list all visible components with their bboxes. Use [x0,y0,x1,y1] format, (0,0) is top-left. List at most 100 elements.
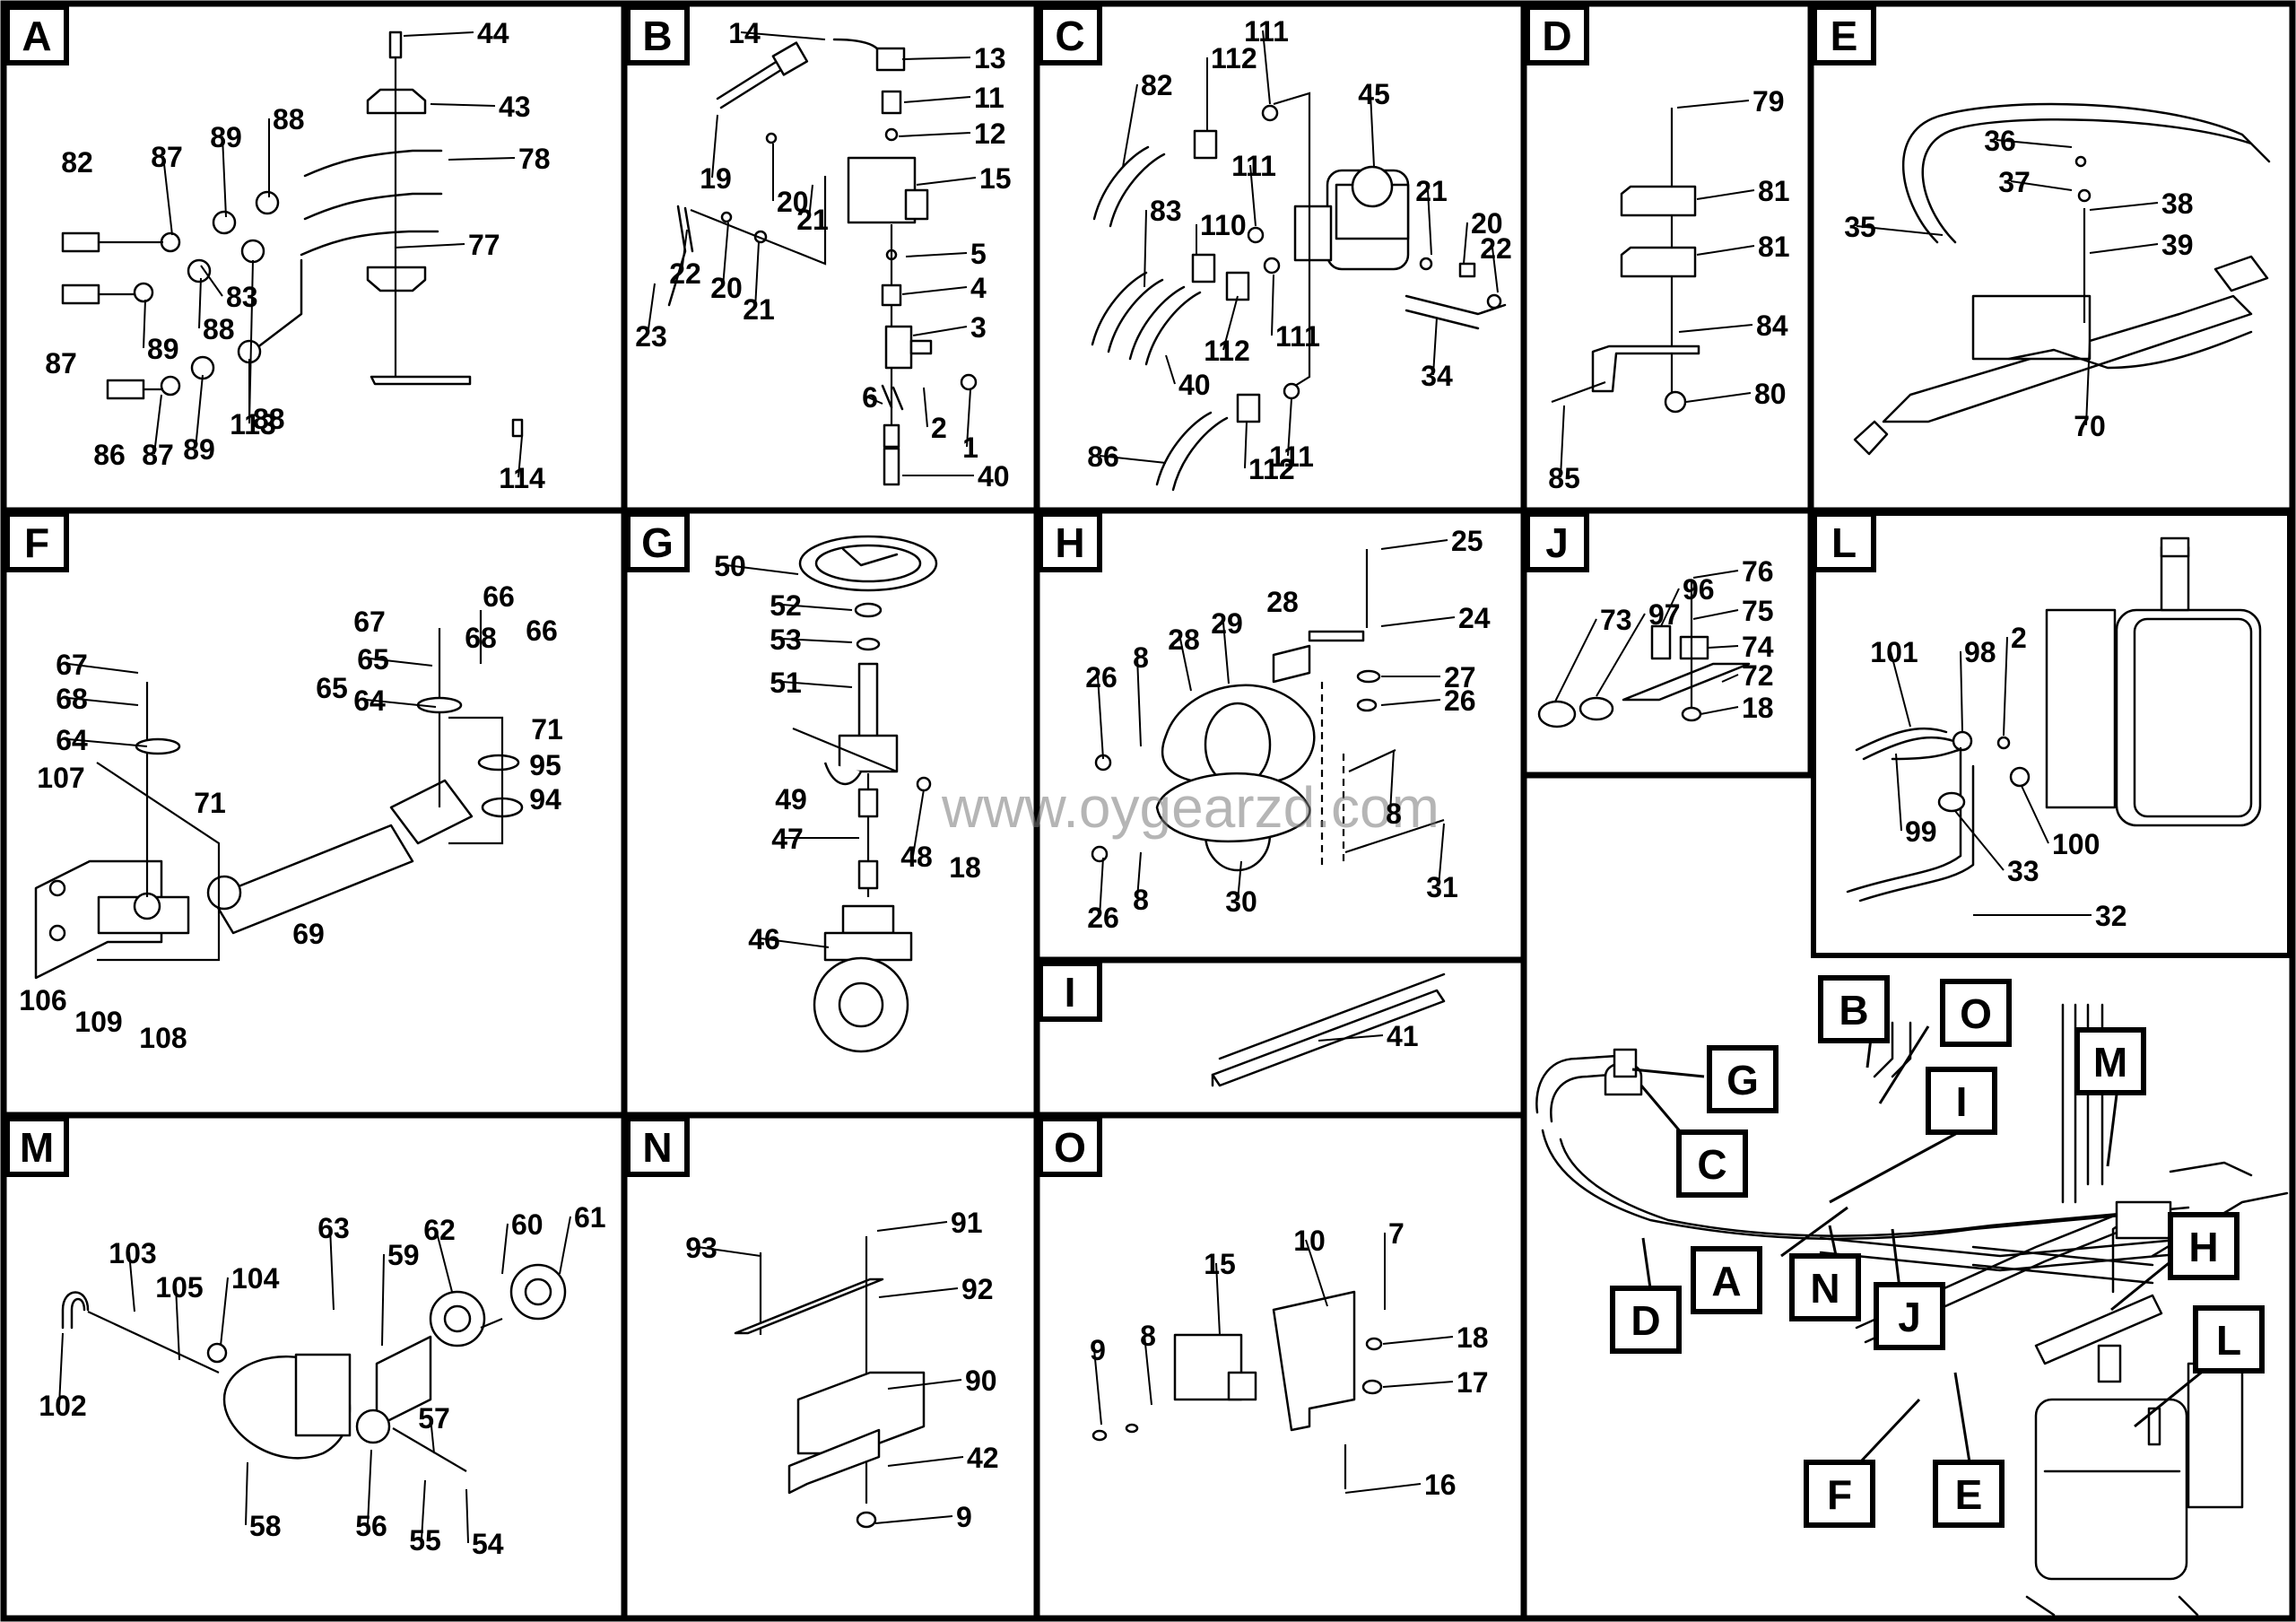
callout-number: 102 [39,1390,86,1422]
callout-b-11: 11 [903,82,1004,114]
callout-m-62: 62 [423,1214,456,1293]
panel-tag-label: N [642,1124,672,1171]
callout-number: 111 [1269,440,1314,473]
panel-tag-e: E [1812,4,1876,65]
callout-number: 24 [1458,602,1491,634]
callout-number: 18 [1457,1321,1489,1354]
callout-number: 14 [728,17,761,49]
callout-e-70: 70 [2074,340,2106,442]
callout-a-87: 87 [45,347,77,379]
callout-a-87: 87 [151,141,183,236]
callout-m-54: 54 [465,1488,504,1560]
callout-number: 8 [1140,1320,1156,1352]
callout-number: 21 [796,204,829,236]
callout-number: 101 [1870,636,1918,668]
callout-l-101: 101 [1870,636,1918,728]
callout-number: 47 [771,823,804,855]
callout-number: 43 [499,91,531,123]
overview-tag-f: F [1804,1460,1875,1528]
callout-number: 31 [1426,871,1458,903]
callout-number: 2 [2011,622,2027,654]
callout-number: 8 [1133,641,1149,674]
callout-number: 82 [61,146,93,179]
callout-f-64: 64 [353,685,437,717]
callout-c-112: 112 [1204,295,1250,367]
callout-number: 98 [1964,636,1996,668]
callout-number: 111 [1231,150,1276,182]
callout-b-13: 13 [901,42,1006,74]
callout-f-65: 65 [316,672,348,704]
callout-number: 61 [574,1201,606,1234]
panel-m-drawing [61,1263,567,1472]
callout-m-55: 55 [409,1479,441,1557]
callout-o-17: 17 [1382,1366,1489,1399]
callout-number: 71 [194,787,226,819]
callout-number: 84 [1756,310,1788,342]
overview-tag-h: H [2168,1212,2239,1280]
callout-e-37: 37 [1998,166,2073,198]
callout-number: 59 [387,1239,420,1271]
callout-g-49: 49 [775,783,807,815]
callout-g-46: 46 [748,923,830,955]
callout-n-42: 42 [887,1442,999,1474]
callout-j-74: 74 [1707,631,1774,663]
callout-number: 75 [1742,595,1774,627]
callout-h-29: 29 [1211,607,1243,685]
callout-c-20: 20 [1463,207,1503,265]
callout-b-15: 15 [916,162,1012,195]
callout-b-20: 20 [710,222,743,304]
panel-n-drawing [734,1236,926,1529]
overview-tag-a: A [1691,1246,1762,1314]
callout-c-111: 111 [1269,397,1314,473]
callout-f-67: 67 [353,606,386,638]
callout-c-21: 21 [1415,175,1448,256]
callout-number: 80 [1754,378,1787,410]
callout-b-20: 20 [772,144,809,218]
overview-tag-c: C [1676,1129,1748,1198]
panel-c-drawing [1091,92,1507,492]
callout-c-22: 22 [1480,232,1512,293]
callout-a-88: 88 [248,359,285,435]
callout-number: 88 [203,313,235,345]
callout-i-41: 41 [1318,1020,1419,1052]
callout-number: 110 [1200,209,1247,241]
callout-f-69: 69 [292,918,325,950]
callout-b-3: 3 [912,311,987,344]
panel-tag-label: G [641,519,674,566]
callout-number: 15 [979,162,1012,195]
callout-d-81: 81 [1696,175,1790,207]
callout-f-94: 94 [529,783,561,815]
overview-tag-label: M [2093,1039,2127,1086]
panel-a-drawing [61,31,524,438]
callout-o-9: 9 [1090,1334,1106,1426]
callout-h-28: 28 [1266,586,1299,618]
callout-number: 49 [775,783,807,815]
callout-number: 69 [292,918,325,950]
callout-g-50: 50 [714,550,799,582]
callout-number: 9 [1090,1334,1106,1366]
overview-tag-label: H [2188,1224,2218,1270]
overview-tag-label: N [1810,1265,1839,1312]
callout-g-18: 18 [949,851,981,884]
panel-g-drawing [792,535,938,1053]
callout-g-52: 52 [770,589,853,622]
overview-tag-g: G [1707,1045,1779,1113]
callout-h-26: 26 [1380,685,1476,717]
callout-number: 20 [1471,207,1503,240]
callout-number: 25 [1451,525,1483,557]
callout-number: 41 [1387,1020,1419,1052]
callout-number: 12 [974,118,1006,150]
overview-tag-e: E [1933,1460,2005,1528]
callout-j-76: 76 [1692,555,1774,588]
callout-number: 20 [777,186,809,218]
overview-tag-label: E [1955,1471,1983,1518]
callout-number: 22 [669,257,701,290]
callout-j-72: 72 [1721,659,1774,692]
callout-f-64: 64 [56,724,148,756]
callout-a-82: 82 [61,146,93,179]
callout-number: 40 [1178,369,1211,401]
panel-tag-label: B [642,13,672,59]
callout-a-77: 77 [394,229,500,261]
callout-c-111: 111 [1244,15,1289,105]
